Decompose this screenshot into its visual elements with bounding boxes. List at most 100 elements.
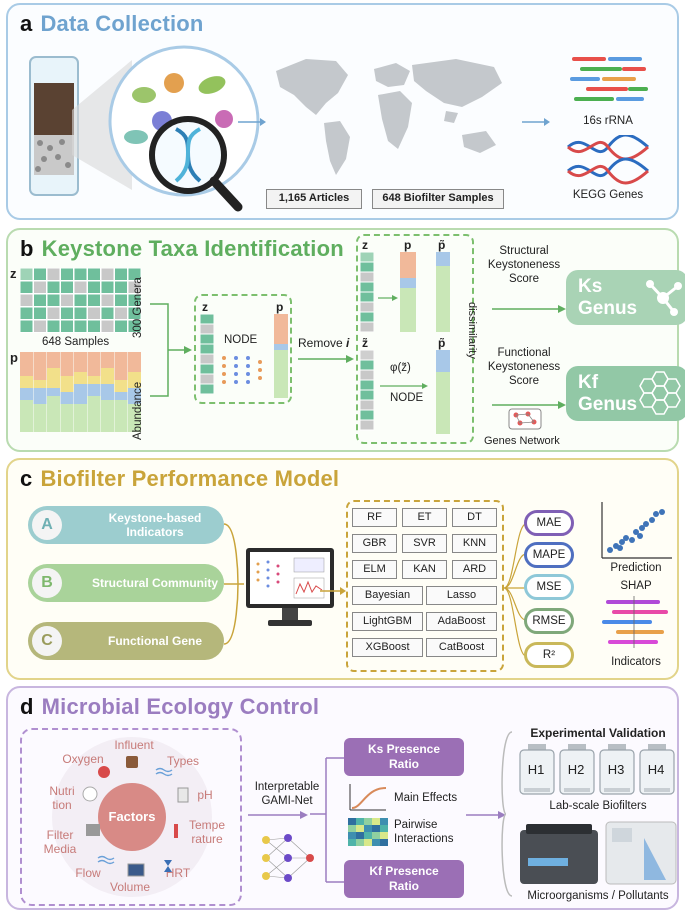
genes-network-icon	[508, 408, 542, 430]
factor-nutrition: Nutri tion	[49, 784, 75, 812]
model-gbr: GBR	[352, 534, 397, 553]
factor-volume: Volume	[109, 880, 151, 894]
panel-title-text: Keystone Taxa Identification	[41, 236, 344, 261]
factor-hrt: HRT	[165, 866, 191, 880]
factors-box	[20, 728, 242, 906]
functional-score-label: Functional Keystoneness Score	[487, 347, 561, 387]
panel-letter: d	[20, 694, 34, 719]
mini-arrow-icon	[378, 295, 398, 301]
node-p-label: p	[276, 300, 284, 314]
microbe-magnifier-icon	[108, 45, 260, 212]
articles-count-box: 1,165 Articles	[266, 189, 362, 209]
panel-d-title: d Microbial Ecology Control	[20, 694, 319, 720]
arrow-right-icon	[466, 811, 506, 819]
factor-filter-media: Filter Media	[43, 828, 77, 856]
panel-letter: c	[20, 466, 33, 491]
prediction-scatter-icon	[601, 502, 672, 559]
phi-label: φ(z̃)	[390, 362, 411, 374]
pill-label: Functional Gene	[107, 634, 202, 648]
kf-genus-label: Genus	[578, 394, 638, 415]
hexagon-cluster-icon	[639, 371, 681, 415]
arrow-right-icon	[492, 305, 566, 313]
node-p-bar	[274, 314, 288, 398]
experimental-validation-title: Experimental Validation	[530, 726, 666, 740]
models-box	[346, 500, 504, 672]
shap-label: SHAP	[620, 580, 652, 592]
model-xgboost: XGBoost	[352, 638, 423, 657]
bottom-ptilde-bar	[436, 350, 450, 434]
main-effects-label: Main Effects	[394, 792, 458, 804]
arrow-right-icon	[492, 401, 566, 409]
structural-score-label: Structural Keystoneness Score	[487, 245, 561, 285]
factor-ph: pH	[197, 788, 213, 802]
pill-letter: A	[32, 510, 62, 540]
panel-title-text: Microbial Ecology Control	[41, 694, 320, 719]
gami-network-icon	[262, 834, 314, 882]
kf-presence-ratio-box: Kf Presence Ratio	[344, 860, 464, 898]
node-label: NODE	[224, 334, 258, 346]
kegg-label: KEGG Genes	[572, 189, 644, 201]
model-rf: RF	[352, 508, 397, 527]
arrow-right-icon	[298, 355, 354, 363]
reactor-label-h1: H1	[527, 762, 545, 777]
arrow-right-icon	[238, 118, 266, 126]
top-z-column	[360, 252, 374, 332]
metric-mape: MAPE	[524, 542, 574, 568]
node-model-box	[194, 294, 292, 404]
reactor-columns	[519, 744, 675, 795]
model-et: ET	[402, 508, 447, 527]
model-catboost: CatBoost	[426, 638, 497, 657]
top-p-bar	[400, 252, 416, 332]
model-knn: KNN	[452, 534, 497, 553]
factors-ring	[52, 737, 212, 897]
gami-connector	[310, 757, 348, 883]
p-label: p	[10, 350, 18, 365]
bottom-z-column	[360, 350, 374, 431]
bottom-z-label: z̃	[362, 336, 368, 350]
samples-label: 648 Samples	[42, 336, 110, 348]
microorganisms-pollutants-label: Microorganisms / Pollutants	[527, 890, 669, 902]
metric-rmse: RMSE	[524, 608, 574, 634]
arrow-right-icon	[320, 587, 346, 595]
world-map-icon	[276, 59, 502, 175]
merge-connector	[150, 303, 192, 397]
reactor-label-h4: H4	[647, 762, 665, 777]
reactor-label-h2: H2	[567, 762, 585, 777]
dissimilarity-label: dissimilarity	[466, 302, 478, 359]
rrna-label: 16s rRNA	[583, 115, 633, 127]
lab-biofilters-label: Lab-scale Biofilters	[549, 800, 647, 812]
model-bayesian: Bayesian	[352, 586, 423, 605]
top-ptilde-label: p̃	[438, 238, 446, 252]
prediction-label: Prediction	[610, 562, 662, 574]
indicator-pill-b: B Structural Community	[28, 564, 224, 602]
metric-r2: R²	[524, 642, 574, 668]
z-label: z	[10, 266, 17, 281]
network-node-icon	[646, 280, 682, 316]
model-dt: DT	[452, 508, 497, 527]
ks-presence-ratio-box: Ks Presence Ratio	[344, 738, 464, 776]
bottom-ptilde-label: p̃	[438, 336, 446, 350]
samples-count-box: 648 Biofilter Samples	[372, 189, 504, 209]
arrow-right-icon	[522, 118, 550, 126]
shap-beeswarm-icon	[602, 596, 668, 648]
biofilter-column-icon	[29, 56, 79, 196]
metric-mse: MSE	[524, 574, 574, 600]
top-ptilde-bar	[436, 252, 450, 332]
factor-types: Types	[166, 754, 199, 768]
sequence-reads-icon	[570, 57, 648, 101]
factor-temperature: Tempe rature	[188, 818, 226, 846]
model-kan: KAN	[402, 560, 447, 579]
merge-connector	[224, 523, 244, 645]
remove-label: Remove i	[298, 336, 349, 350]
kf-genus-box: Kf Genus	[566, 366, 685, 421]
factor-oxygen: Oxygen	[62, 752, 104, 766]
pill-letter: C	[32, 626, 62, 656]
arrow-right-icon	[248, 811, 308, 819]
